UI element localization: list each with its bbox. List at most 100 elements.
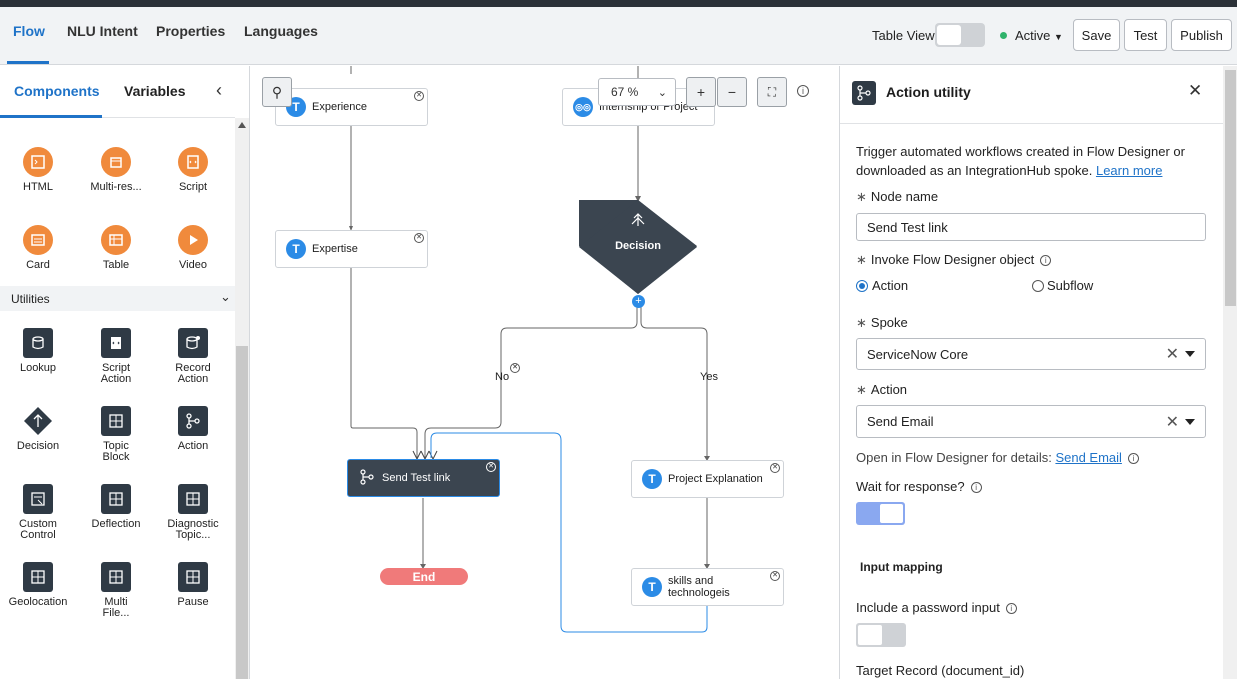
close-panel-icon[interactable]: ✕ xyxy=(1188,81,1203,100)
wait-response-toggle[interactable] xyxy=(856,502,905,525)
password-input-toggle[interactable] xyxy=(856,623,906,647)
node-decision[interactable]: Decision xyxy=(579,200,697,294)
radio-action[interactable] xyxy=(856,280,868,292)
script-icon xyxy=(178,147,208,177)
left-tabs: Components Variables ‹ xyxy=(0,66,235,118)
utilities-section-header[interactable]: Utilities ⌄ xyxy=(0,286,235,311)
utility-deflection[interactable]: Deflection xyxy=(78,484,154,530)
target-record-label: Target Record (document_id) xyxy=(856,663,1025,678)
node-experience[interactable]: T Experience ✕ xyxy=(275,88,428,126)
test-button[interactable]: Test xyxy=(1124,19,1167,51)
choice-node-icon: ◎◎ xyxy=(573,97,593,117)
publish-button[interactable]: Publish xyxy=(1171,19,1232,51)
send-email-link[interactable]: Send Email xyxy=(1055,450,1122,465)
html-icon xyxy=(23,147,53,177)
divider xyxy=(840,123,1223,124)
decision-icon xyxy=(23,406,53,436)
close-icon[interactable]: ✕ xyxy=(414,91,424,101)
node-expertise[interactable]: T Expertise ✕ xyxy=(275,230,428,268)
info-icon[interactable]: i xyxy=(1127,453,1139,464)
component-table[interactable]: Table xyxy=(78,225,154,271)
node-project-explanation[interactable]: T Project Explanation ✕ xyxy=(631,460,784,498)
tab-flow[interactable]: Flow xyxy=(13,23,45,39)
topic-block-icon xyxy=(101,406,131,436)
header: Flow NLU Intent Properties Languages Tab… xyxy=(0,7,1237,65)
info-icon[interactable]: i xyxy=(1040,255,1052,266)
info-icon[interactable]: i xyxy=(797,85,809,97)
panel-scrollbar[interactable] xyxy=(1223,66,1237,679)
zoom-select[interactable]: 67 % ⌄ xyxy=(598,78,676,106)
utility-decision[interactable]: Decision xyxy=(0,406,76,452)
utility-action[interactable]: Action xyxy=(155,406,231,452)
close-icon[interactable]: ✕ xyxy=(770,571,780,581)
node-send-test-link[interactable]: Send Test link ✕ xyxy=(347,459,500,497)
video-icon xyxy=(178,225,208,255)
node-end[interactable]: End xyxy=(380,568,468,585)
close-icon[interactable]: ✕ xyxy=(414,233,424,243)
clear-icon[interactable]: ✕ xyxy=(1165,346,1179,363)
text-node-icon: T xyxy=(642,577,662,597)
action-select[interactable]: Send Email ✕ xyxy=(856,405,1206,438)
info-icon[interactable]: i xyxy=(1005,603,1017,614)
tab-properties[interactable]: Properties xyxy=(156,23,226,39)
zoom-in-button[interactable]: + xyxy=(686,77,716,107)
table-view-toggle[interactable] xyxy=(935,23,985,47)
caret-down-icon[interactable] xyxy=(1185,418,1195,425)
close-icon[interactable]: ✕ xyxy=(486,462,496,472)
tab-components[interactable]: Components xyxy=(14,83,100,99)
flow-canvas[interactable]: T Experience ✕ ◎◎ Internship or Project … xyxy=(251,66,838,679)
close-icon[interactable]: ✕ xyxy=(770,463,780,473)
scrollbar-thumb[interactable] xyxy=(1225,70,1236,306)
node-name-input[interactable]: Send Test link xyxy=(856,213,1206,241)
spoke-select[interactable]: ServiceNow Core ✕ xyxy=(856,338,1206,370)
scrollbar-thumb[interactable] xyxy=(236,346,248,679)
scroll-up-icon[interactable] xyxy=(238,122,246,128)
info-icon[interactable]: i xyxy=(970,482,982,493)
tab-languages[interactable]: Languages xyxy=(244,23,318,39)
close-icon[interactable]: ✕ xyxy=(510,363,520,373)
status-dot-icon xyxy=(1000,32,1007,39)
save-button[interactable]: Save xyxy=(1073,19,1120,51)
table-view-label: Table View xyxy=(872,28,935,43)
text-node-icon: T xyxy=(642,469,662,489)
status-dropdown[interactable]: Active ▼ xyxy=(1015,28,1063,43)
pause-icon xyxy=(178,562,208,592)
search-canvas-button[interactable]: ⚲ xyxy=(262,77,292,107)
zoom-out-button[interactable]: − xyxy=(717,77,747,107)
utility-lookup[interactable]: Lookup xyxy=(0,328,76,374)
action-label: ∗Action xyxy=(856,382,908,397)
fit-to-screen-button[interactable]: ⛶ xyxy=(757,77,787,107)
learn-more-link[interactable]: Learn more xyxy=(1095,163,1163,178)
component-multi-response[interactable]: Multi-res... xyxy=(78,147,154,193)
table-icon xyxy=(101,225,131,255)
caret-down-icon[interactable] xyxy=(1185,351,1195,357)
clear-icon[interactable]: ✕ xyxy=(1165,413,1179,431)
search-icon: ⚲ xyxy=(271,83,283,100)
components-scrollbar[interactable] xyxy=(235,118,249,679)
component-html[interactable]: HTML xyxy=(0,147,76,193)
spoke-label: ∗Spoke xyxy=(856,315,908,330)
utility-pause[interactable]: Pause xyxy=(155,562,231,608)
component-script[interactable]: Script xyxy=(155,147,231,193)
collapse-chevron-icon[interactable]: ‹ xyxy=(216,80,222,100)
wait-response-label: Wait for response?i xyxy=(856,479,982,494)
record-action-icon xyxy=(178,328,208,358)
utility-geolocation[interactable]: Geolocation xyxy=(0,562,76,608)
panel-title: Action utility xyxy=(886,84,971,100)
component-video[interactable]: Video xyxy=(155,225,231,271)
add-branch-icon[interactable]: + xyxy=(632,295,645,308)
component-card[interactable]: Card xyxy=(0,225,76,271)
tab-nlu-intent[interactable]: NLU Intent xyxy=(67,23,138,39)
top-strip xyxy=(0,0,1237,7)
diagnostic-topic-icon xyxy=(178,484,208,514)
radio-subflow[interactable] xyxy=(1032,280,1044,292)
tab-variables[interactable]: Variables xyxy=(124,83,186,99)
